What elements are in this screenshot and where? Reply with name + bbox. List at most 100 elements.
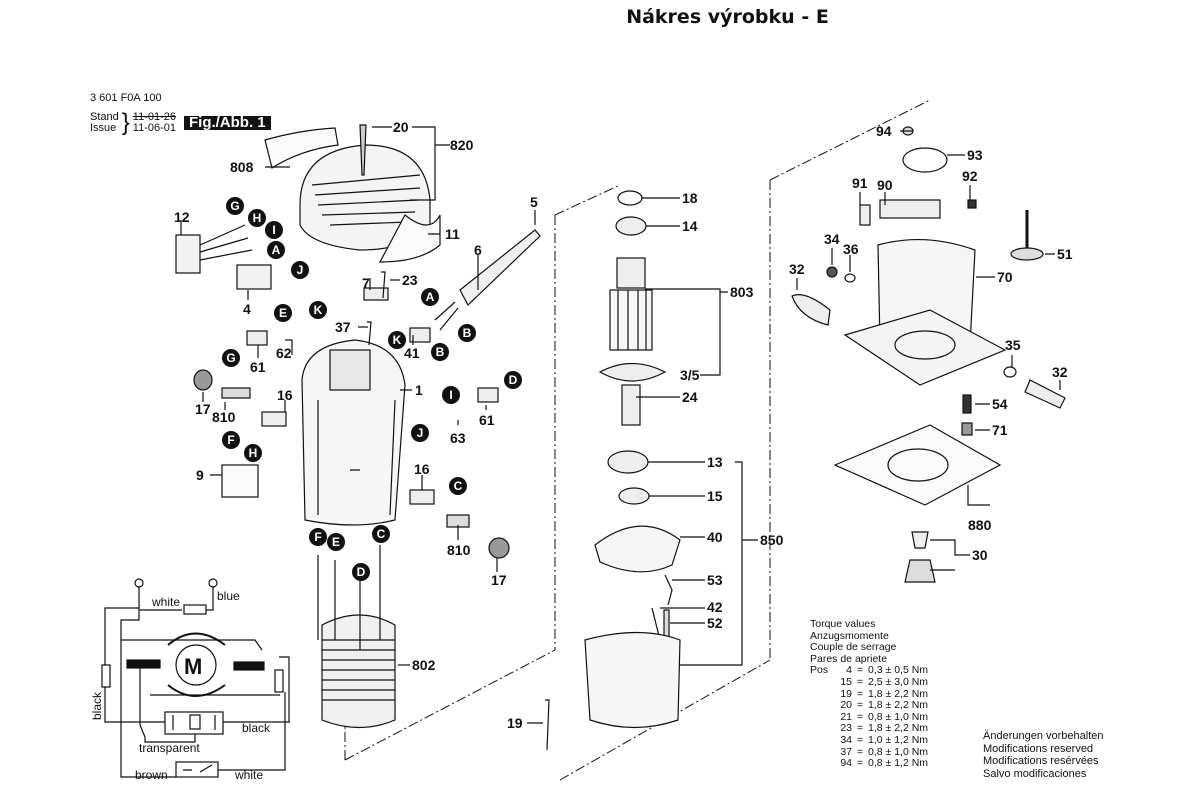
notice-line-de: Änderungen vorbehalten [983, 730, 1104, 742]
connector-G-2: G [222, 349, 240, 367]
part-labels: 20 820 808 11 12 4 5 6 7 23 37 41 62 61 … [174, 119, 1073, 731]
part-label-51: 51 [1057, 246, 1073, 262]
svg-text:B: B [436, 345, 445, 359]
torque-row: 20=1,8 ± 2,2 Nm [840, 699, 929, 712]
connector-H-2: H [244, 444, 262, 462]
torque-row: 19=1,8 ± 2,2 Nm [840, 687, 929, 700]
svg-text:K: K [314, 303, 323, 317]
connector-J-2: J [411, 424, 429, 442]
torque-heading-de: Anzugsmomente [810, 629, 889, 642]
nut-92 [967, 199, 977, 209]
connector-H-1: H [248, 209, 266, 227]
brush-holder-16a [261, 411, 287, 427]
brush-right [233, 661, 265, 671]
part-label-13: 13 [707, 454, 723, 470]
part-label-3-5: 3/5 [680, 367, 700, 383]
part-label-810b: 810 [447, 542, 471, 558]
revision-block: Stand Issue } 11-01-26 11-06-01 Fig./Abb… [90, 111, 271, 135]
terminal-61a [246, 330, 268, 346]
connector-G-1: G [226, 197, 244, 215]
part-label-15: 15 [707, 488, 723, 504]
part-label-16b: 16 [414, 461, 430, 477]
wire-label-brown: brown [135, 768, 168, 782]
bearing-15 [618, 487, 650, 505]
switch-box [175, 761, 219, 778]
connector-C-2: C [372, 525, 390, 543]
part-label-94: 94 [876, 123, 892, 139]
part-label-54: 54 [992, 396, 1008, 412]
svg-text:D: D [509, 373, 518, 387]
motor-arc-bottom [167, 684, 226, 697]
screw-23 [381, 271, 386, 299]
connector-I-2: I [442, 386, 460, 404]
connector-D-1: D [504, 371, 522, 389]
screw-37 [367, 321, 372, 346]
part-label-19: 19 [507, 715, 523, 731]
part-label-61b: 61 [479, 412, 495, 428]
terminal-61b [477, 387, 499, 403]
svg-text:B: B [463, 326, 472, 340]
torque-heading-es: Pares de apriete [810, 652, 888, 665]
switch-12 [175, 234, 201, 274]
part-label-16a: 16 [277, 387, 293, 403]
part-label-808: 808 [230, 159, 254, 175]
part-label-820: 820 [450, 137, 474, 153]
connector-B-1: B [458, 324, 476, 342]
washer-36 [844, 273, 856, 283]
svg-text:A: A [272, 243, 281, 257]
torque-row: 23=1,8 ± 2,2 Nm [840, 722, 929, 735]
issue-label: Issue [90, 122, 117, 134]
brush-810a [221, 387, 251, 399]
armature-803 [598, 257, 667, 426]
part-label-5: 5 [530, 194, 538, 210]
spring-54 [962, 394, 972, 414]
motor-circle [175, 644, 217, 686]
fuse-left [101, 664, 111, 688]
part-label-7: 7 [362, 275, 370, 291]
modifications-notice: Änderungen vorbehalten Modifications res… [983, 730, 1103, 780]
connector-A-1: A [267, 241, 285, 259]
plate-90 [879, 199, 941, 219]
motor-housing [301, 339, 406, 526]
label-plate-9 [221, 464, 259, 498]
notice-line-es: Salvo modificaciones [983, 767, 1087, 780]
svg-text:D: D [357, 565, 366, 579]
part-label-42: 42 [707, 599, 723, 615]
bearing-13 [607, 450, 649, 474]
cover-strip-11 [379, 214, 441, 263]
part-label-9: 9 [196, 467, 204, 483]
wiring-diagram: M [101, 578, 290, 778]
part-label-62: 62 [276, 345, 292, 361]
torque-row: 21=0,8 ± 1,0 Nm [840, 710, 929, 723]
torque-values-table: Torque values Anzugsmomente Couple de se… [810, 618, 929, 770]
part-label-810a: 810 [212, 409, 236, 425]
svg-text:I: I [449, 388, 452, 402]
motor-label: M [184, 654, 202, 679]
frame-line-center [559, 99, 931, 781]
wire-label-transparent: transparent [139, 741, 200, 755]
brush-cap-17a [193, 369, 213, 391]
wire-label-white-bottom: white [234, 768, 263, 782]
part-label-34: 34 [824, 231, 840, 247]
connector-J-1: J [291, 261, 309, 279]
wire-label-white-top: white [151, 595, 180, 609]
page-title: Nákres výrobku - E [626, 6, 829, 28]
part-label-850: 850 [760, 532, 784, 548]
part-label-71: 71 [992, 422, 1008, 438]
connector-I-1: I [265, 221, 283, 239]
bearing-14 [615, 216, 647, 236]
nut-34 [826, 266, 838, 278]
housing-lower [584, 631, 681, 729]
capacitor [189, 714, 201, 730]
screw-19 [545, 699, 550, 751]
fuse-top [183, 604, 207, 615]
svg-text:H: H [253, 211, 262, 225]
plug-terminal-right [208, 578, 218, 588]
switch-4 [236, 264, 272, 290]
part-label-803: 803 [730, 284, 754, 300]
spring-53 [664, 574, 673, 606]
collet-30 [911, 531, 929, 549]
part-label-802: 802 [412, 657, 436, 673]
svg-text:K: K [393, 333, 402, 347]
svg-text:G: G [230, 199, 239, 213]
